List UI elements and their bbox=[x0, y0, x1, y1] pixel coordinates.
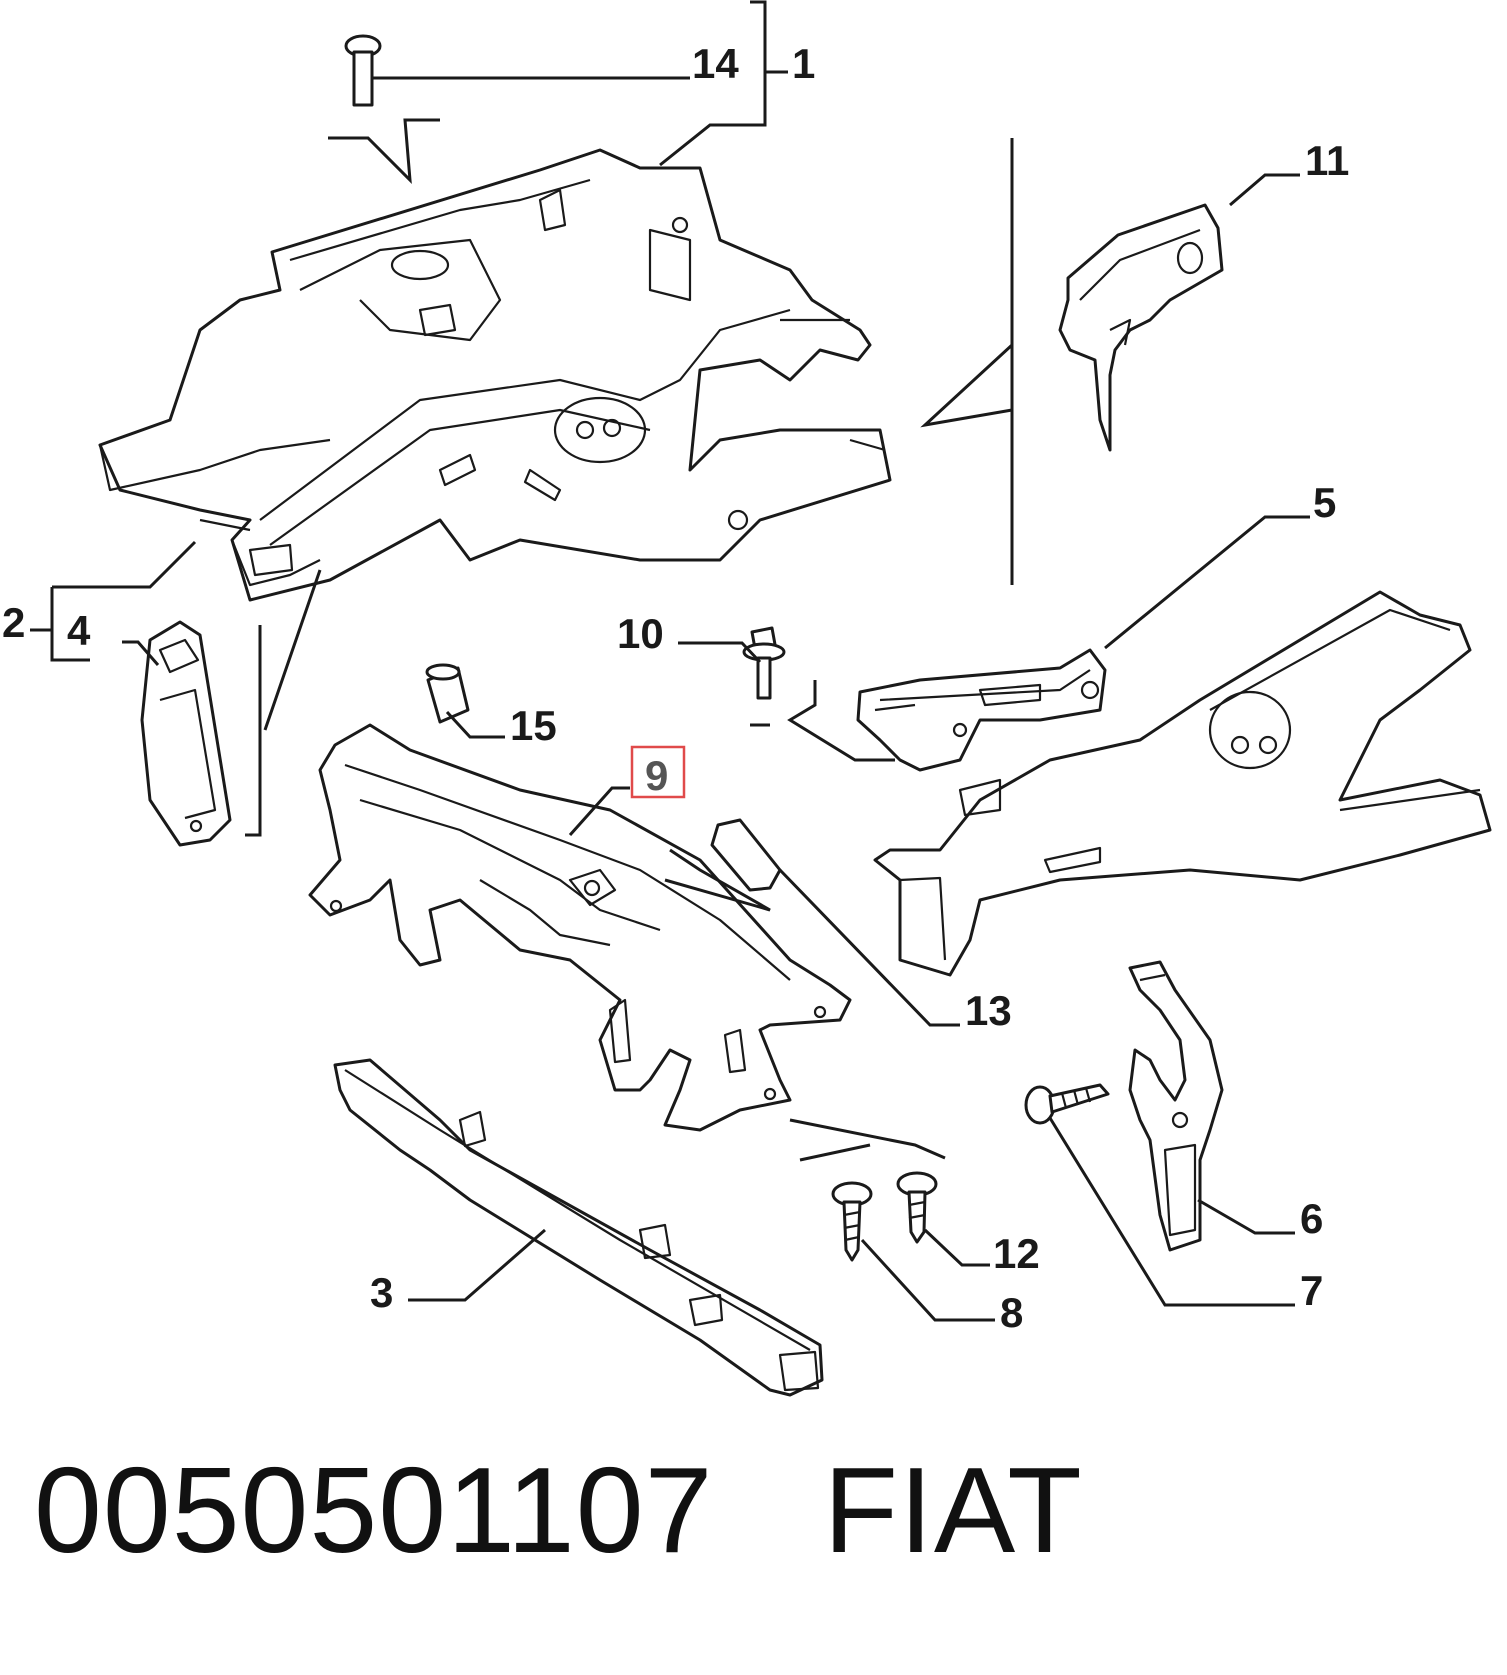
callout-10: 10 bbox=[617, 610, 664, 657]
callout-13: 13 bbox=[965, 987, 1012, 1034]
mounting-bracket-part bbox=[856, 648, 1107, 772]
callout-1: 1 bbox=[792, 40, 815, 87]
callout-14: 14 bbox=[692, 40, 739, 87]
screw-part-8 bbox=[831, 1181, 873, 1262]
bushing-part bbox=[425, 663, 470, 724]
hook-bracket-part bbox=[1128, 960, 1224, 1252]
stud-pin-part bbox=[344, 34, 382, 107]
vertical-bracket-part bbox=[140, 620, 232, 847]
screw-part-12 bbox=[896, 1171, 938, 1244]
part-number: 0050501107 bbox=[34, 1442, 714, 1578]
callout-labels: 1 14 11 5 2 4 10 15 9 13 6 12 7 3 8 bbox=[2, 40, 1349, 1336]
caption: 0050501107 FIAT bbox=[34, 1440, 1083, 1580]
brand-name: FIAT bbox=[823, 1442, 1083, 1578]
callout-8: 8 bbox=[1000, 1289, 1023, 1336]
rubber-pad-part bbox=[710, 818, 782, 892]
callout-7: 7 bbox=[1300, 1267, 1323, 1314]
bolt-part bbox=[742, 626, 786, 700]
callout-2: 2 bbox=[2, 599, 25, 646]
callout-11: 11 bbox=[1305, 137, 1349, 184]
side-member-part bbox=[873, 590, 1492, 977]
callout-15: 15 bbox=[510, 702, 557, 749]
callout-12: 12 bbox=[993, 1230, 1040, 1277]
callout-6: 6 bbox=[1300, 1195, 1323, 1242]
highlight-box bbox=[630, 745, 686, 799]
callout-5: 5 bbox=[1313, 479, 1336, 526]
callout-3: 3 bbox=[370, 1269, 393, 1316]
callout-9: 9 bbox=[645, 752, 668, 799]
lower-cross-beam-part bbox=[333, 1058, 824, 1397]
radiator-crossmember-part bbox=[308, 723, 852, 1132]
self-tapping-screw-part bbox=[1024, 1083, 1110, 1125]
corner-bracket-part bbox=[1058, 203, 1224, 452]
callout-4: 4 bbox=[67, 607, 91, 654]
front-subframe-assembly bbox=[98, 148, 892, 602]
leader-lines bbox=[30, 0, 1310, 1322]
